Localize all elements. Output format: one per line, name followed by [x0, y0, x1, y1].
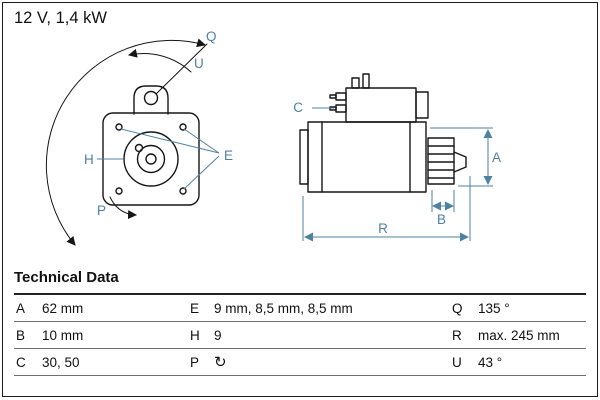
tech-key-b: B — [16, 327, 26, 343]
tech-key-a: A — [16, 300, 26, 316]
label-dim-c: C — [293, 100, 303, 115]
side-view-drawing — [299, 73, 467, 193]
technical-data-section: Technical Data A 62 mm E 9 mm, 8,5 mm, 8… — [14, 264, 586, 376]
label-dim-a: A — [492, 150, 501, 165]
technical-data-title: Technical Data — [14, 269, 119, 286]
table-row: C 30, 50 P ↻ U 43 ° — [14, 349, 586, 376]
label-angle-q: Q — [206, 29, 217, 44]
tech-key-q: Q — [452, 300, 463, 316]
technical-drawing: Q U E H P — [45, 29, 501, 246]
rotation-arrow-icon — [109, 196, 137, 220]
label-dim-r: R — [378, 221, 388, 236]
tech-value-h: 9 — [214, 327, 222, 343]
tech-value-b: 10 mm — [42, 327, 84, 343]
table-row: A 62 mm E 9 mm, 8,5 mm, 8,5 mm Q 135 ° — [14, 295, 586, 322]
technical-data-table: A 62 mm E 9 mm, 8,5 mm, 8,5 mm Q 135 ° B… — [14, 293, 586, 376]
tech-value-e: 9 mm, 8,5 mm, 8,5 mm — [214, 300, 353, 316]
tech-value-q: 135 ° — [478, 300, 510, 316]
table-row: B 10 mm H 9 R max. 245 mm — [14, 322, 586, 349]
tech-value-r: max. 245 mm — [478, 327, 560, 343]
tech-key-r: R — [452, 327, 462, 343]
label-angle-u: U — [194, 56, 204, 71]
side-view-dimension-lines — [302, 107, 493, 242]
tech-key-p: P — [190, 354, 200, 370]
tech-key-c: C — [16, 354, 26, 370]
label-dim-h: H — [84, 152, 94, 167]
rotation-direction-icon: ↻ — [214, 353, 227, 371]
tech-value-u: 43 ° — [478, 354, 503, 370]
spec-heading: 12 V, 1,4 kW — [14, 9, 107, 27]
tech-value-a: 62 mm — [42, 300, 84, 316]
tech-key-e: E — [190, 300, 200, 316]
front-view-angle-marks — [45, 38, 208, 246]
label-dim-e: E — [224, 148, 233, 163]
tech-key-u: U — [452, 354, 462, 370]
front-view-leader-lines — [97, 128, 220, 190]
label-dim-b: B — [437, 212, 446, 227]
label-dim-p: P — [97, 203, 106, 218]
tech-key-h: H — [190, 327, 200, 343]
front-view-drawing — [102, 85, 200, 206]
tech-value-c: 30, 50 — [42, 354, 80, 370]
